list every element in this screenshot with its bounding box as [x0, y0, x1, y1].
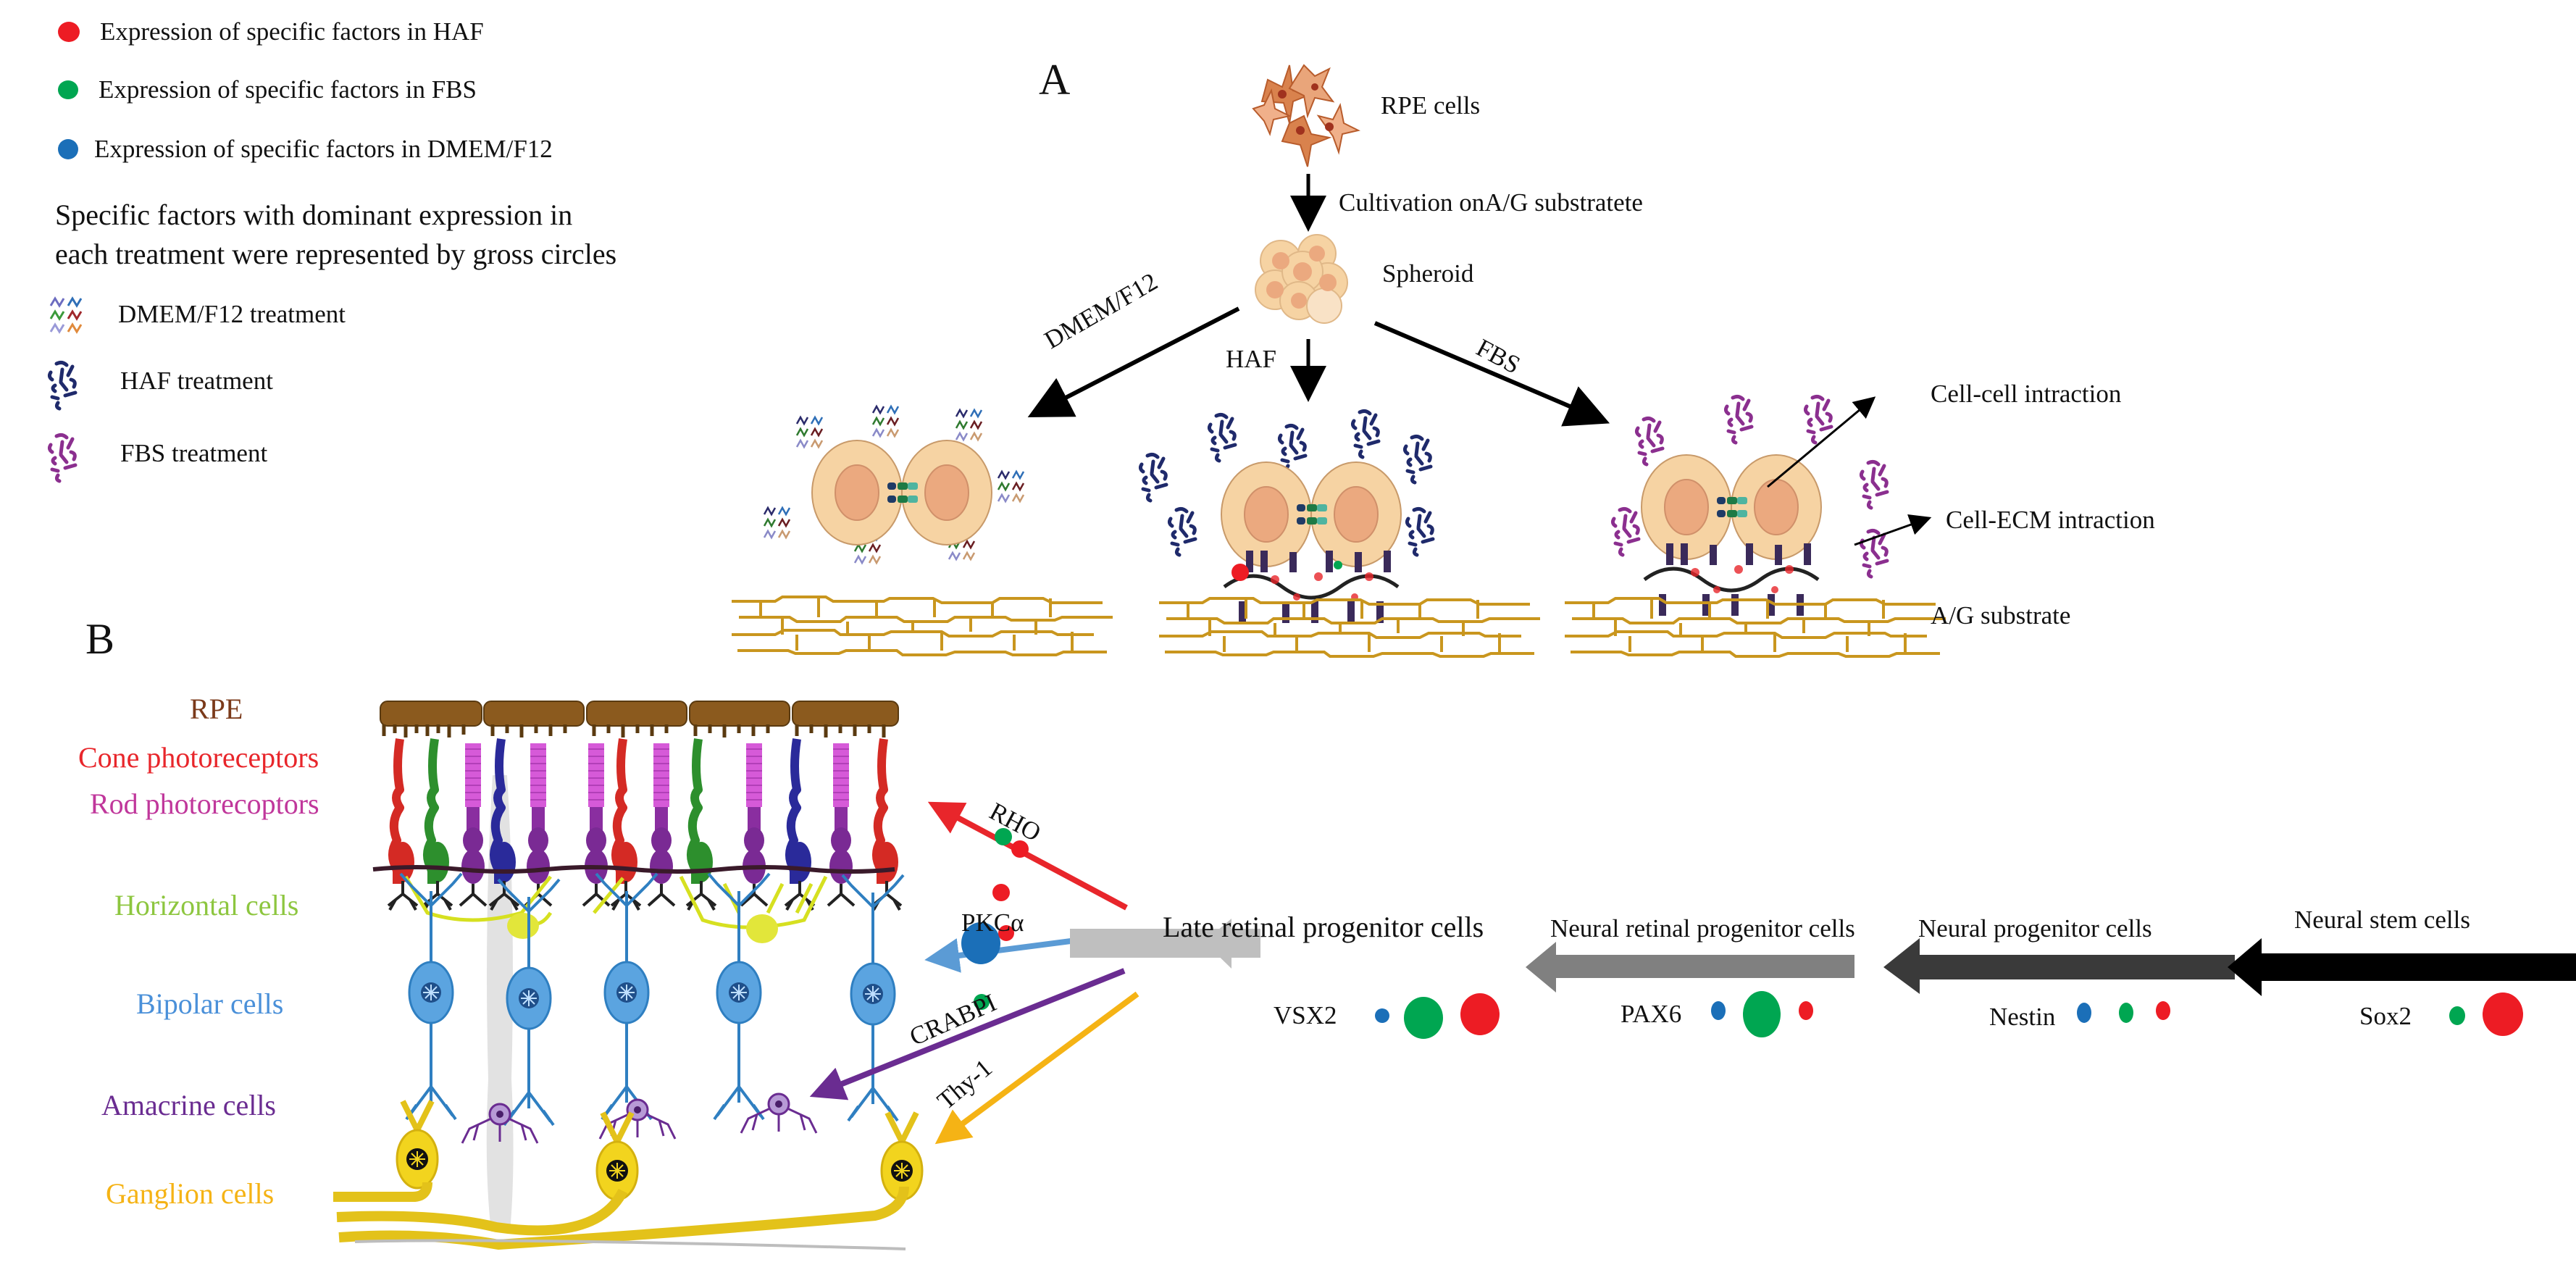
- cell-cell-label: Cell-cell intraction: [1931, 380, 2122, 408]
- dmem-dot-icon: [58, 139, 78, 159]
- layer-label-ganglion: Ganglion cells: [106, 1177, 275, 1210]
- legend-note-line: each treatment were represented by gross…: [55, 238, 617, 270]
- fbs-dot-icon: [2449, 1006, 2465, 1025]
- stage-dots: [1375, 991, 2523, 1039]
- rpe-cells-label: RPE cells: [1381, 91, 1481, 120]
- layer-label-rpe: RPE: [190, 693, 243, 725]
- legend-label: Expression of specific factors in DMEM/F…: [94, 135, 553, 163]
- dmem-dot-icon: [1375, 1008, 1389, 1023]
- haf-dot-icon: [2483, 993, 2523, 1036]
- stage-marker-nestin: Nestin: [1989, 1003, 2056, 1031]
- arrow-rho: [927, 801, 1128, 911]
- fbs-dot-icon: [974, 994, 990, 1010]
- arrow-neural-stem: [2260, 953, 2576, 981]
- haf-scene: [1140, 411, 1542, 658]
- cell-ecm-label: Cell-ECM intraction: [1946, 506, 2155, 534]
- haf-dot-icon: [998, 925, 1014, 941]
- legend-label: Expression of specific factors in HAF: [100, 17, 484, 46]
- cultivation-label: Cultivation onA/G substratete: [1339, 188, 1643, 217]
- spheroid-label: Spheroid: [1382, 259, 1474, 288]
- layer-label-rod: Rod photorecoptors: [90, 787, 319, 820]
- photoreceptors-icon: [372, 739, 901, 910]
- ganglion-cells-icon: [333, 1101, 922, 1250]
- arrow-neural-progenitor: [1918, 955, 2235, 979]
- stage-marker-vsx2: VSX2: [1274, 1001, 1337, 1029]
- arrow-crabpi: [809, 968, 1126, 1100]
- stage-marker-sox2: Sox2: [2359, 1002, 2412, 1030]
- layer-label-bipolar: Bipolar cells: [136, 987, 284, 1020]
- haf-dot-icon: [1231, 564, 1249, 581]
- haf-dot-icon: [58, 22, 80, 42]
- arrow-neural-retinal: [1550, 955, 1854, 978]
- legend-note: Specific factors with dominant expressio…: [55, 196, 616, 274]
- legend-label: Expression of specific factors in FBS: [99, 75, 477, 104]
- dmem-dot-icon: [961, 922, 1000, 964]
- panel-b-label: B: [85, 615, 115, 663]
- rpe-cells-icon: [1252, 64, 1360, 167]
- spheroid-icon: [1255, 234, 1348, 324]
- arrow-fbs-branch: [1373, 321, 1610, 427]
- layer-label-amacrine: Amacrine cells: [101, 1089, 276, 1121]
- fbs-scene: [1563, 396, 1947, 658]
- stage-title-neural-stem: Neural stem cells: [2294, 906, 2470, 934]
- substrate-label: A/G substrate: [1931, 601, 2071, 630]
- stage-marker-pax6: PAX6: [1621, 1000, 1682, 1028]
- dmem-dot-icon: [2077, 1003, 2091, 1023]
- stage-title-late-retinal: Late retinal progenitor cells: [1163, 911, 1484, 943]
- stage-arrows: [1070, 919, 2576, 996]
- legend-item-haf: Expression of specific factors in HAF: [58, 17, 484, 46]
- arrow-dmem-branch: [1027, 306, 1240, 417]
- fbs-dot-icon: [58, 80, 78, 99]
- arrow-cell-cell: [1767, 396, 1876, 488]
- stage-title-neural-retinal: Neural retinal progenitor cells: [1550, 914, 1855, 943]
- rpe-layer-icon: [380, 701, 899, 737]
- legend-item-dmem: Expression of specific factors in DMEM/F…: [58, 135, 553, 164]
- layer-label-cone: Cone photoreceptors: [78, 741, 319, 774]
- legend-note-line: Specific factors with dominant expressio…: [55, 199, 573, 231]
- haf-dot-icon: [992, 884, 1010, 901]
- arrow-cell-ecm: [1854, 514, 1932, 546]
- stage-title-neural-progenitor: Neural progenitor cells: [1918, 914, 2152, 943]
- haf-dot-icon: [1799, 1001, 1813, 1020]
- haf-dot-icon: [2156, 1001, 2170, 1020]
- horizontal-cells-icon: [403, 875, 828, 943]
- legend-item-fbs: Expression of specific factors in FBS: [58, 75, 477, 104]
- panel-a-label: A: [1039, 56, 1071, 104]
- marker-label-pkca: PKCα: [961, 908, 1024, 937]
- fbs-dot-icon: [1743, 991, 1781, 1037]
- branch-label-haf: HAF: [1226, 345, 1277, 373]
- dmem-dot-icon: [1711, 1001, 1726, 1020]
- treatment-label-dmem: DMEM/F12 treatment: [118, 300, 346, 328]
- layer-label-horizontal: Horizontal cells: [114, 889, 299, 922]
- arrow-thy1: [934, 991, 1139, 1145]
- haf-dot-icon: [1460, 993, 1500, 1035]
- treatment-label-fbs: FBS treatment: [120, 439, 268, 467]
- fbs-dot-icon: [1404, 997, 1443, 1039]
- fbs-dot-icon: [2119, 1003, 2133, 1023]
- fbs-dot-icon: [1334, 561, 1342, 569]
- haf-dot-icon: [1011, 840, 1029, 858]
- fbs-dot-icon: [995, 828, 1012, 845]
- treatment-label-haf: HAF treatment: [120, 367, 273, 395]
